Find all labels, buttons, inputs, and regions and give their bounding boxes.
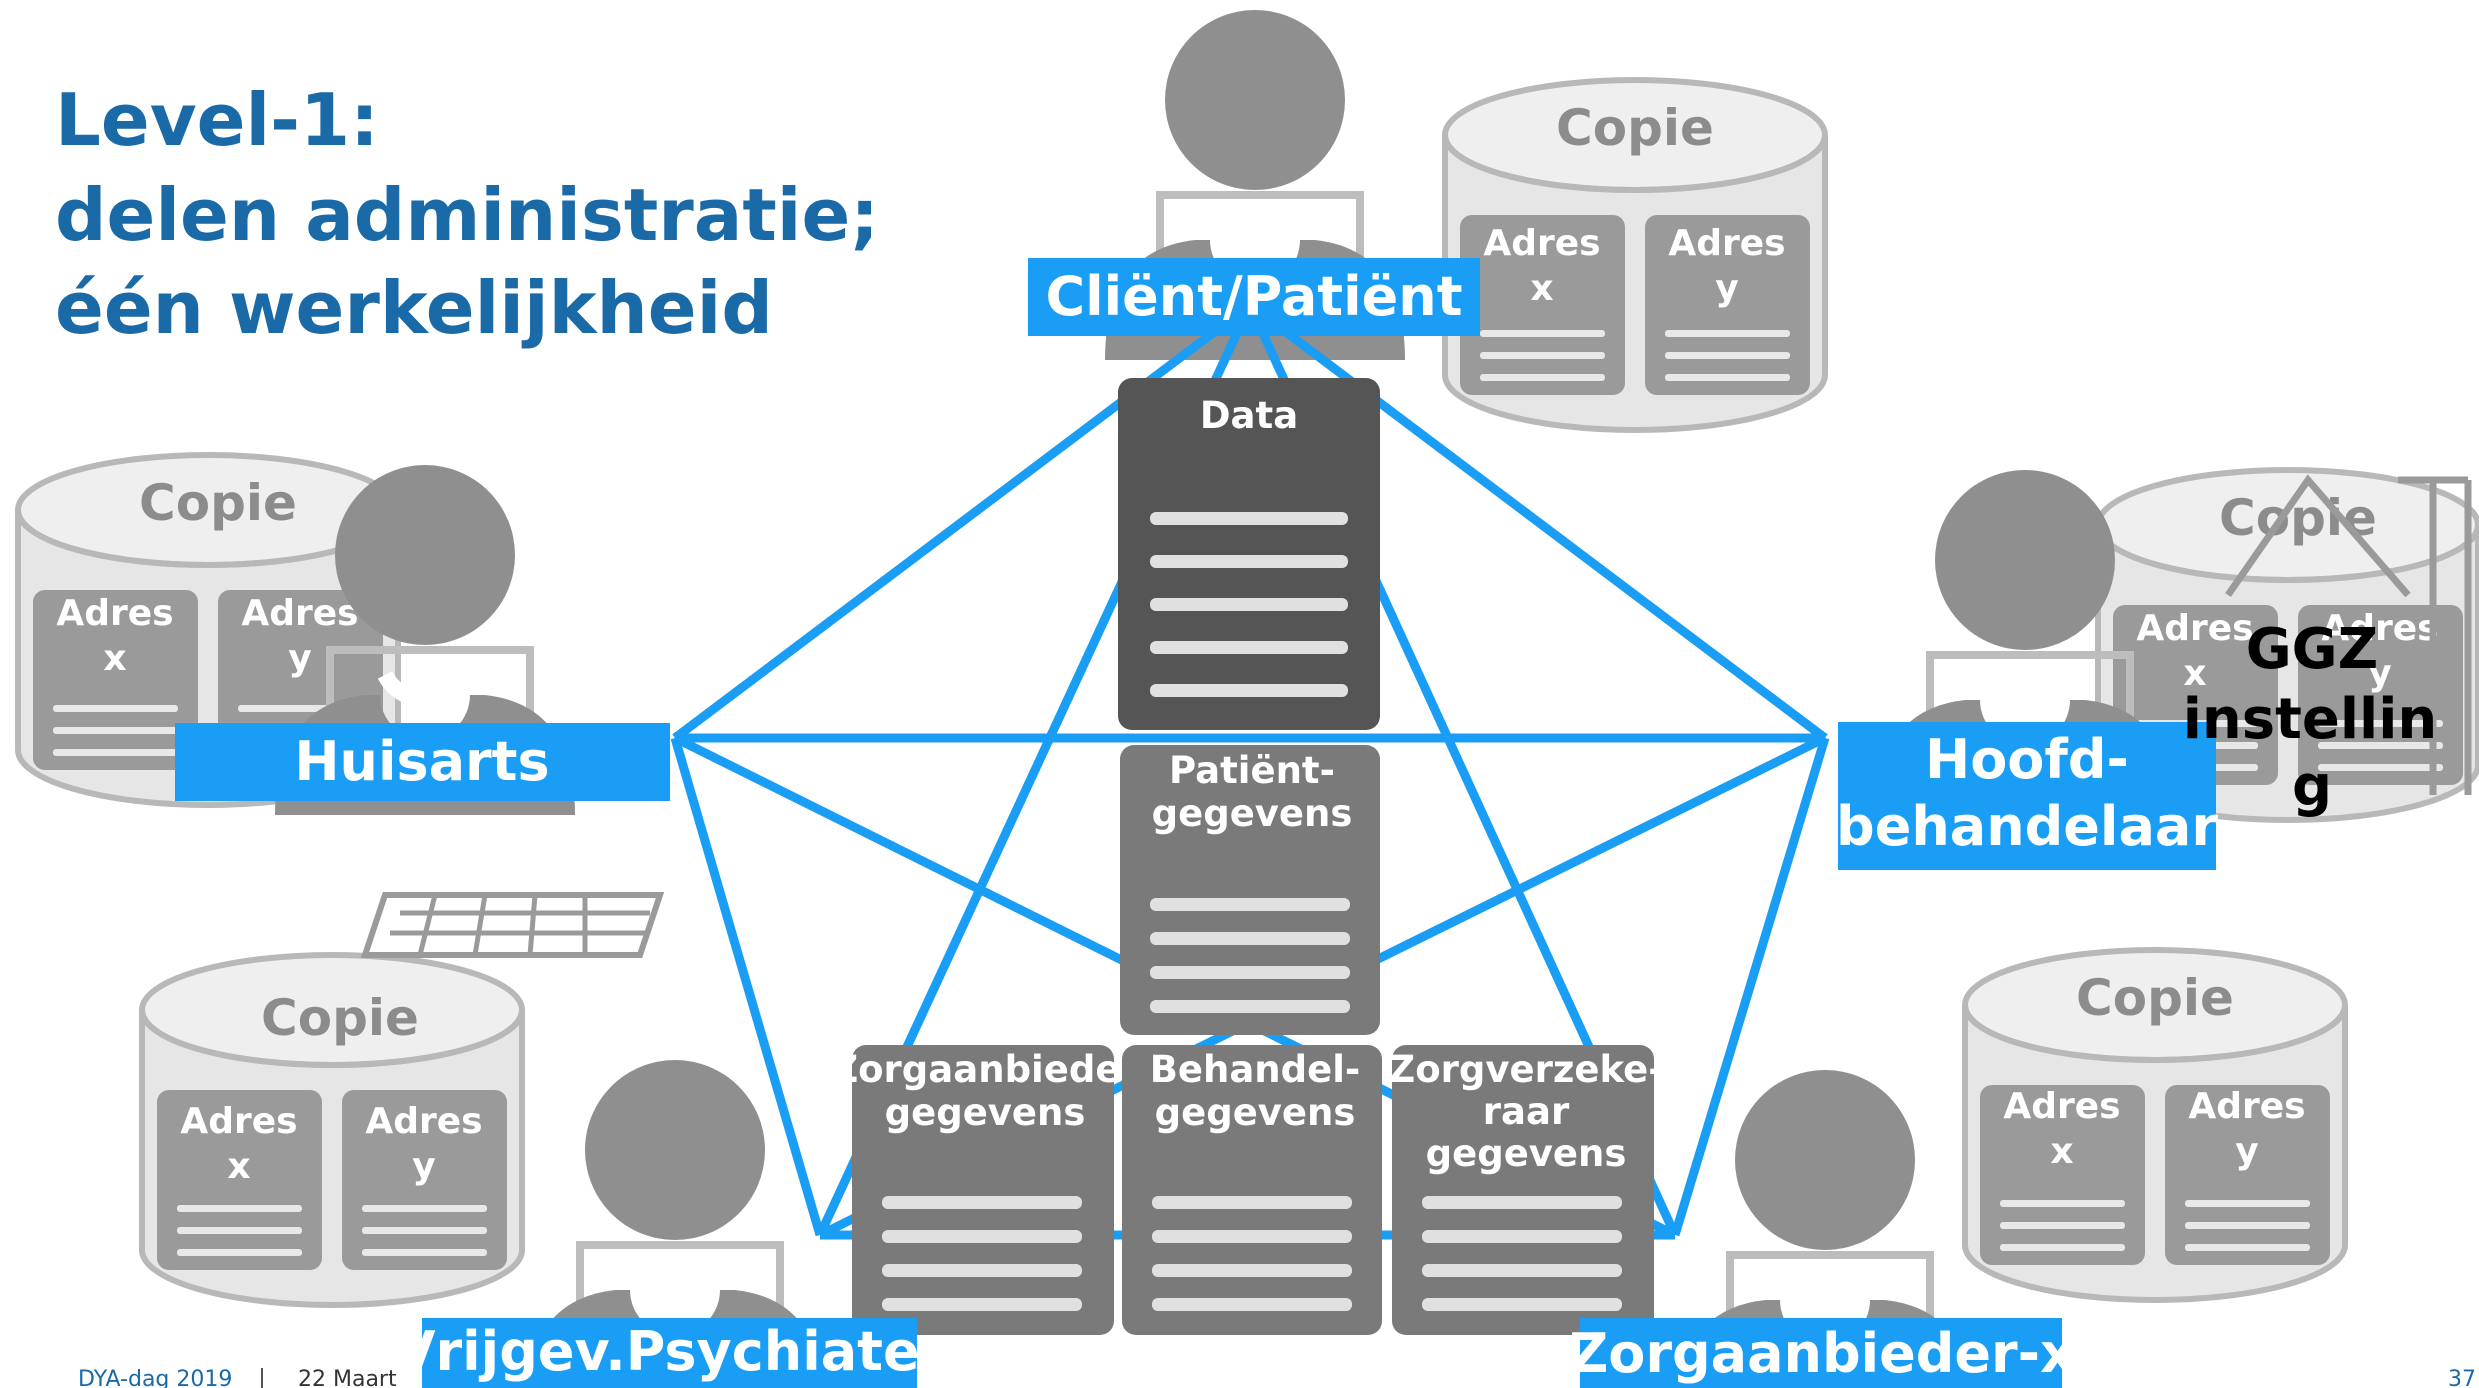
title-line-3: één werkelijkheid	[55, 266, 773, 350]
role-hoofd-line-1: Hoofd-	[1925, 728, 2129, 791]
ggz-line-1: GGZ	[2246, 617, 2379, 682]
copy-label: Copie	[1556, 99, 1714, 157]
copy-label: Copie	[2076, 969, 2234, 1027]
behandel-line-1: Behandel-	[1150, 1048, 1361, 1091]
role-hoofd-line-2: behandelaar	[1836, 795, 2218, 858]
adres-y-letter: y	[2368, 653, 2391, 694]
building-outline-icon	[2398, 476, 2472, 795]
ggz-instelling-label: GGZ instellin g	[2183, 617, 2438, 819]
role-huisarts-label: Huisarts	[294, 730, 549, 793]
slide-footer: DYA-dag 2019 22 Maart 37	[78, 1367, 2476, 1388]
role-huisarts: Huisarts	[175, 723, 670, 801]
adres-x-letter: x	[2183, 653, 2206, 694]
patient-line-1: Patiënt-	[1169, 749, 1335, 792]
document-data: Data	[1118, 378, 1380, 730]
adres-y-label: Adres	[2321, 608, 2438, 649]
role-psychiater: Vrijgev.Psychiater	[394, 1318, 947, 1388]
adres-x-label: Adres	[180, 1101, 297, 1142]
adres-y-label: Adres	[365, 1101, 482, 1142]
copy-database-top: Copie Adres x Adres y	[1445, 80, 1825, 430]
adres-x-label: Adres	[2003, 1086, 2120, 1127]
house-outline-icon	[2225, 474, 2411, 598]
copy-label: Copie	[139, 474, 297, 532]
zorgverzekeraar-line-2: raar	[1483, 1090, 1570, 1133]
footer-page-number: 37	[2448, 1367, 2476, 1388]
zorgaanbieder-line-2: gegevens	[885, 1091, 1086, 1134]
adres-x-label: Adres	[2136, 608, 2253, 649]
zorgaanbieder-line-1: Zorgaanbieder	[831, 1048, 1139, 1091]
title-line-1: Level-1:	[55, 78, 379, 162]
footer-event: DYA-dag 2019	[78, 1367, 232, 1388]
zorgverzekeraar-line-1: Zorgverzeke-	[1388, 1048, 1663, 1091]
copy-database-right: Copie Adres x Adres y	[2098, 470, 2478, 820]
copy-database-bottom-right: Copie Adres x Adres y	[1965, 950, 2345, 1300]
copy-database-bottom-left: Copie Adres x Adres y	[142, 955, 522, 1305]
role-psychiater-label: Vrijgev.Psychiater	[394, 1320, 947, 1383]
adres-x-label: Adres	[56, 593, 173, 634]
document-behandelgegevens: Behandel- gegevens	[1122, 1045, 1382, 1335]
adres-x-letter: x	[2050, 1131, 2073, 1172]
adres-y-label: Adres	[2188, 1086, 2305, 1127]
adres-y-letter: y	[288, 638, 311, 679]
adres-y-letter: y	[1715, 268, 1738, 309]
slide-title: Level-1: delen administratie; één werkel…	[55, 78, 879, 350]
adres-x-letter: x	[1530, 268, 1553, 309]
document-zorgaanbiedergegevens: Zorgaanbieder gegevens	[831, 1045, 1139, 1335]
role-zorgaanbieder-label: Zorgaanbieder-x	[1569, 1322, 2075, 1385]
role-client: Cliënt/Patiënt	[1028, 258, 1480, 336]
adres-y-letter: y	[412, 1146, 435, 1187]
behandel-line-2: gegevens	[1155, 1091, 1356, 1134]
title-line-2: delen administratie;	[55, 173, 879, 257]
zorgverzekeraar-line-3: gegevens	[1426, 1132, 1627, 1175]
adres-x-letter: x	[103, 638, 126, 679]
document-data-label: Data	[1200, 394, 1298, 437]
adres-y-letter: y	[2235, 1131, 2258, 1172]
ggz-line-3: g	[2292, 754, 2332, 819]
person-huisarts-icon	[275, 465, 665, 958]
adres-y-label: Adres	[241, 593, 358, 634]
role-zorgaanbieder: Zorgaanbieder-x	[1569, 1318, 2075, 1388]
adres-x-letter: x	[227, 1146, 250, 1187]
patient-line-2: gegevens	[1152, 792, 1353, 835]
footer-date: 22 Maart	[298, 1367, 397, 1388]
adres-y-label: Adres	[1668, 223, 1785, 264]
role-hoofdbehandelaar: Hoofd- behandelaar	[1836, 722, 2218, 870]
copy-database-left: Copie Adres x Adres y	[18, 455, 398, 805]
ggz-line-2: instellin	[2183, 687, 2438, 752]
adres-x-label: Adres	[1483, 223, 1600, 264]
role-client-label: Cliënt/Patiënt	[1045, 265, 1462, 328]
copy-label: Copie	[261, 989, 419, 1047]
document-zorgverzekeraargegevens: Zorgverzeke- raar gegevens	[1388, 1045, 1664, 1335]
document-patientgegevens: Patiënt- gegevens	[1120, 745, 1380, 1035]
